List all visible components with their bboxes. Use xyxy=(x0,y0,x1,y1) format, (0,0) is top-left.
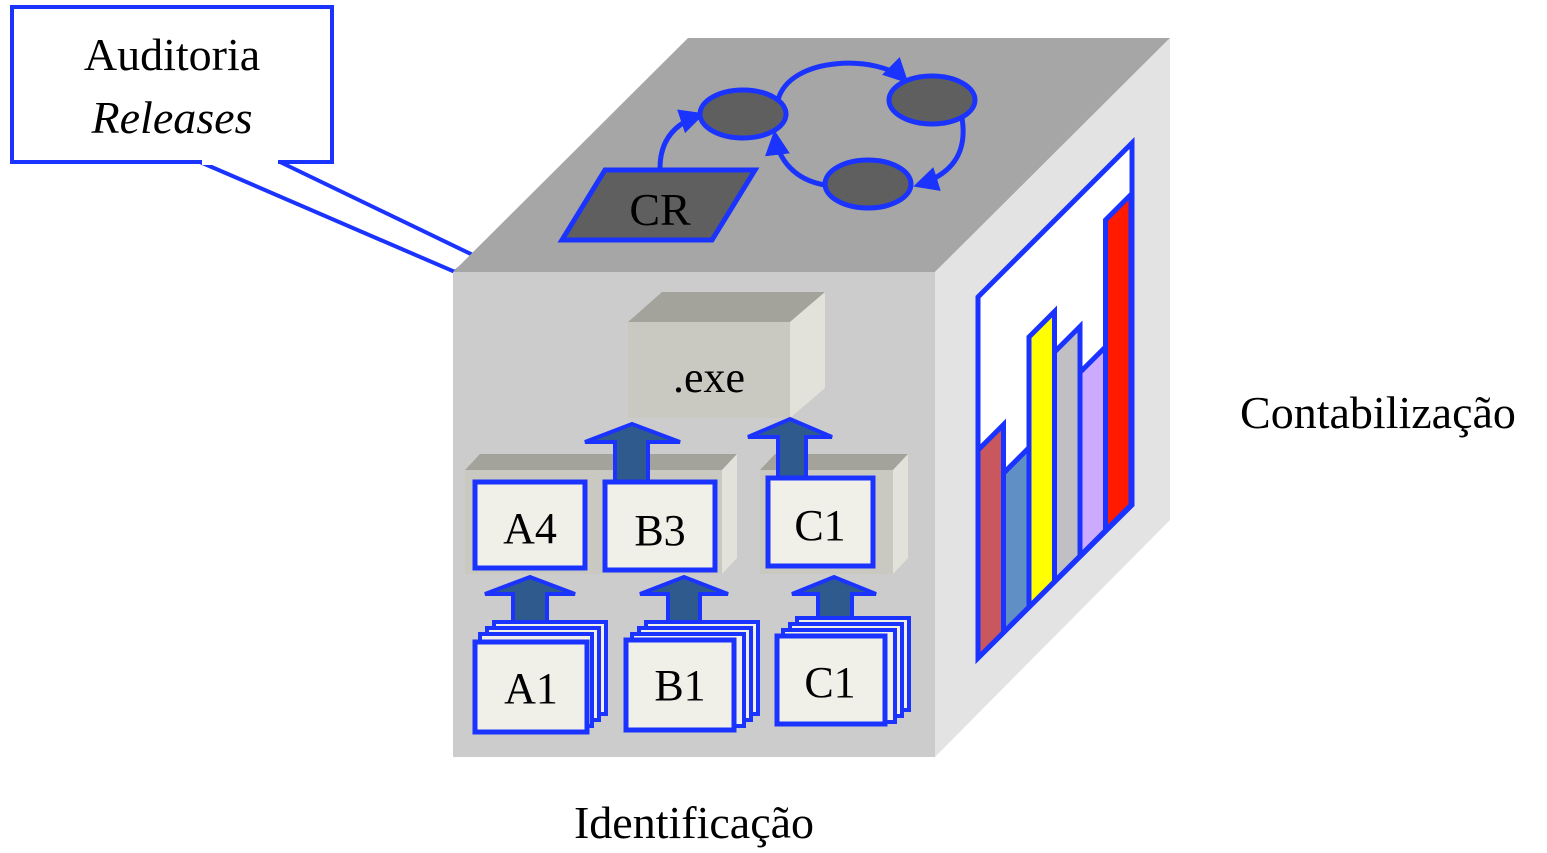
tier1-stacks: A1 B1 C1 xyxy=(472,616,911,735)
box-b1 xyxy=(623,637,737,733)
label-contabilizacao: Contabilização xyxy=(1240,387,1516,438)
box-a4-label: A4 xyxy=(503,504,557,553)
callout: Auditoria Releases xyxy=(10,5,479,275)
bar-6 xyxy=(1103,188,1134,537)
bar-1 xyxy=(975,418,1006,665)
callout-pointer xyxy=(199,160,479,275)
side-bar-chart xyxy=(975,136,1135,665)
box-b3-label: B3 xyxy=(634,506,685,555)
box-c1-top-label: C1 xyxy=(794,501,845,550)
callout-box xyxy=(10,5,334,164)
state-node-2 xyxy=(886,73,978,127)
bar-chart-bars xyxy=(975,188,1134,665)
arrow-c1-to-exe xyxy=(747,416,833,482)
bar-2 xyxy=(1001,441,1032,639)
arrow-cr-to-state1 xyxy=(657,109,705,169)
exe-box: .exe xyxy=(628,292,825,418)
box-a4 xyxy=(472,479,588,571)
box-b3 xyxy=(602,479,718,573)
arrow-state1-to-state2 xyxy=(775,57,909,101)
arrow-state2-to-state3 xyxy=(913,117,966,191)
box-c1-bottom xyxy=(774,633,888,727)
tier2-boxes: A4 B3 C1 xyxy=(472,475,876,573)
box-c1-bottom-label: C1 xyxy=(804,658,855,707)
box-b1-label: B1 xyxy=(654,661,705,710)
exe-label: .exe xyxy=(673,353,745,402)
state-cycle: CR xyxy=(557,57,978,243)
label-identificacao: Identificação xyxy=(574,797,814,848)
box-c1-top xyxy=(765,475,876,569)
cr-parallelogram xyxy=(557,167,760,243)
arrow-state3-to-state1 xyxy=(764,130,826,188)
box-a1-label: A1 xyxy=(504,664,558,713)
bar-3 xyxy=(1026,305,1057,614)
state-node-1 xyxy=(697,87,789,141)
state-node-3 xyxy=(822,157,914,211)
upward-arrows xyxy=(484,416,877,642)
callout-subtitle: Releases xyxy=(91,92,253,143)
bar-5 xyxy=(1077,340,1108,563)
bar-4 xyxy=(1052,320,1083,588)
callout-title: Auditoria xyxy=(84,29,260,80)
arrow-b3-to-exe xyxy=(584,421,681,487)
cr-label: CR xyxy=(629,184,691,235)
box-a1 xyxy=(472,639,590,735)
